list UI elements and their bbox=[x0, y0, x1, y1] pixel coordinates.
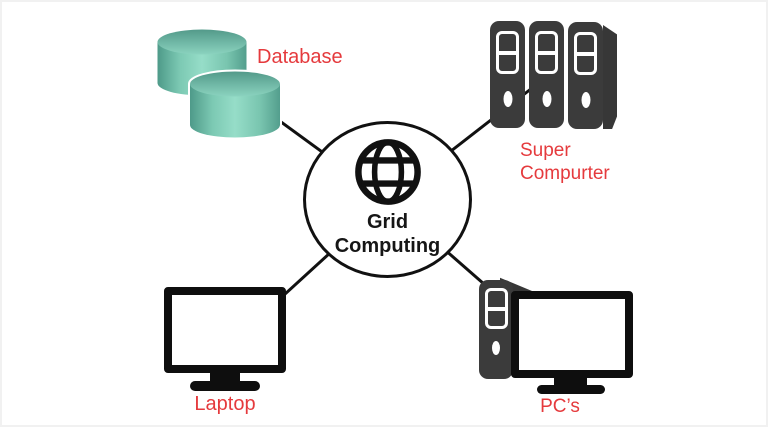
globe-icon bbox=[354, 139, 421, 205]
hub-node: Grid Computing bbox=[303, 121, 472, 278]
hub-label-line2: Computing bbox=[334, 235, 441, 257]
server-rack-shadow bbox=[603, 25, 617, 129]
laptop-monitor-icon bbox=[164, 287, 286, 373]
pc-monitor-base bbox=[537, 385, 605, 394]
server-tower-icon bbox=[490, 21, 525, 128]
server-led bbox=[542, 91, 551, 107]
pcs-label: PC’s bbox=[540, 396, 580, 417]
pc-led bbox=[492, 341, 500, 355]
database-label: Database bbox=[257, 46, 343, 68]
database-cylinder-front-icon bbox=[188, 69, 282, 140]
hub-label-line1: Grid bbox=[366, 211, 409, 233]
supercomputer-label: Super Compurter bbox=[520, 139, 610, 185]
pc-bays bbox=[485, 288, 508, 329]
laptop-monitor-neck bbox=[210, 372, 240, 382]
server-bays bbox=[496, 31, 519, 74]
hub-label: Grid Computing bbox=[335, 210, 441, 258]
pc-monitor-neck bbox=[554, 377, 587, 386]
pc-tower-icon bbox=[479, 280, 513, 379]
server-bays bbox=[574, 32, 597, 75]
pc-monitor-icon bbox=[511, 291, 633, 378]
server-led bbox=[581, 92, 590, 108]
server-tower-icon bbox=[568, 22, 603, 129]
supercomputer-label-line2: Compurter bbox=[520, 163, 610, 184]
server-led bbox=[503, 91, 512, 107]
laptop-label: Laptop bbox=[194, 393, 256, 415]
server-bays bbox=[535, 31, 558, 74]
server-tower-icon bbox=[529, 21, 564, 128]
laptop-monitor-base bbox=[190, 381, 260, 391]
supercomputer-label-line1: Super bbox=[520, 140, 571, 161]
